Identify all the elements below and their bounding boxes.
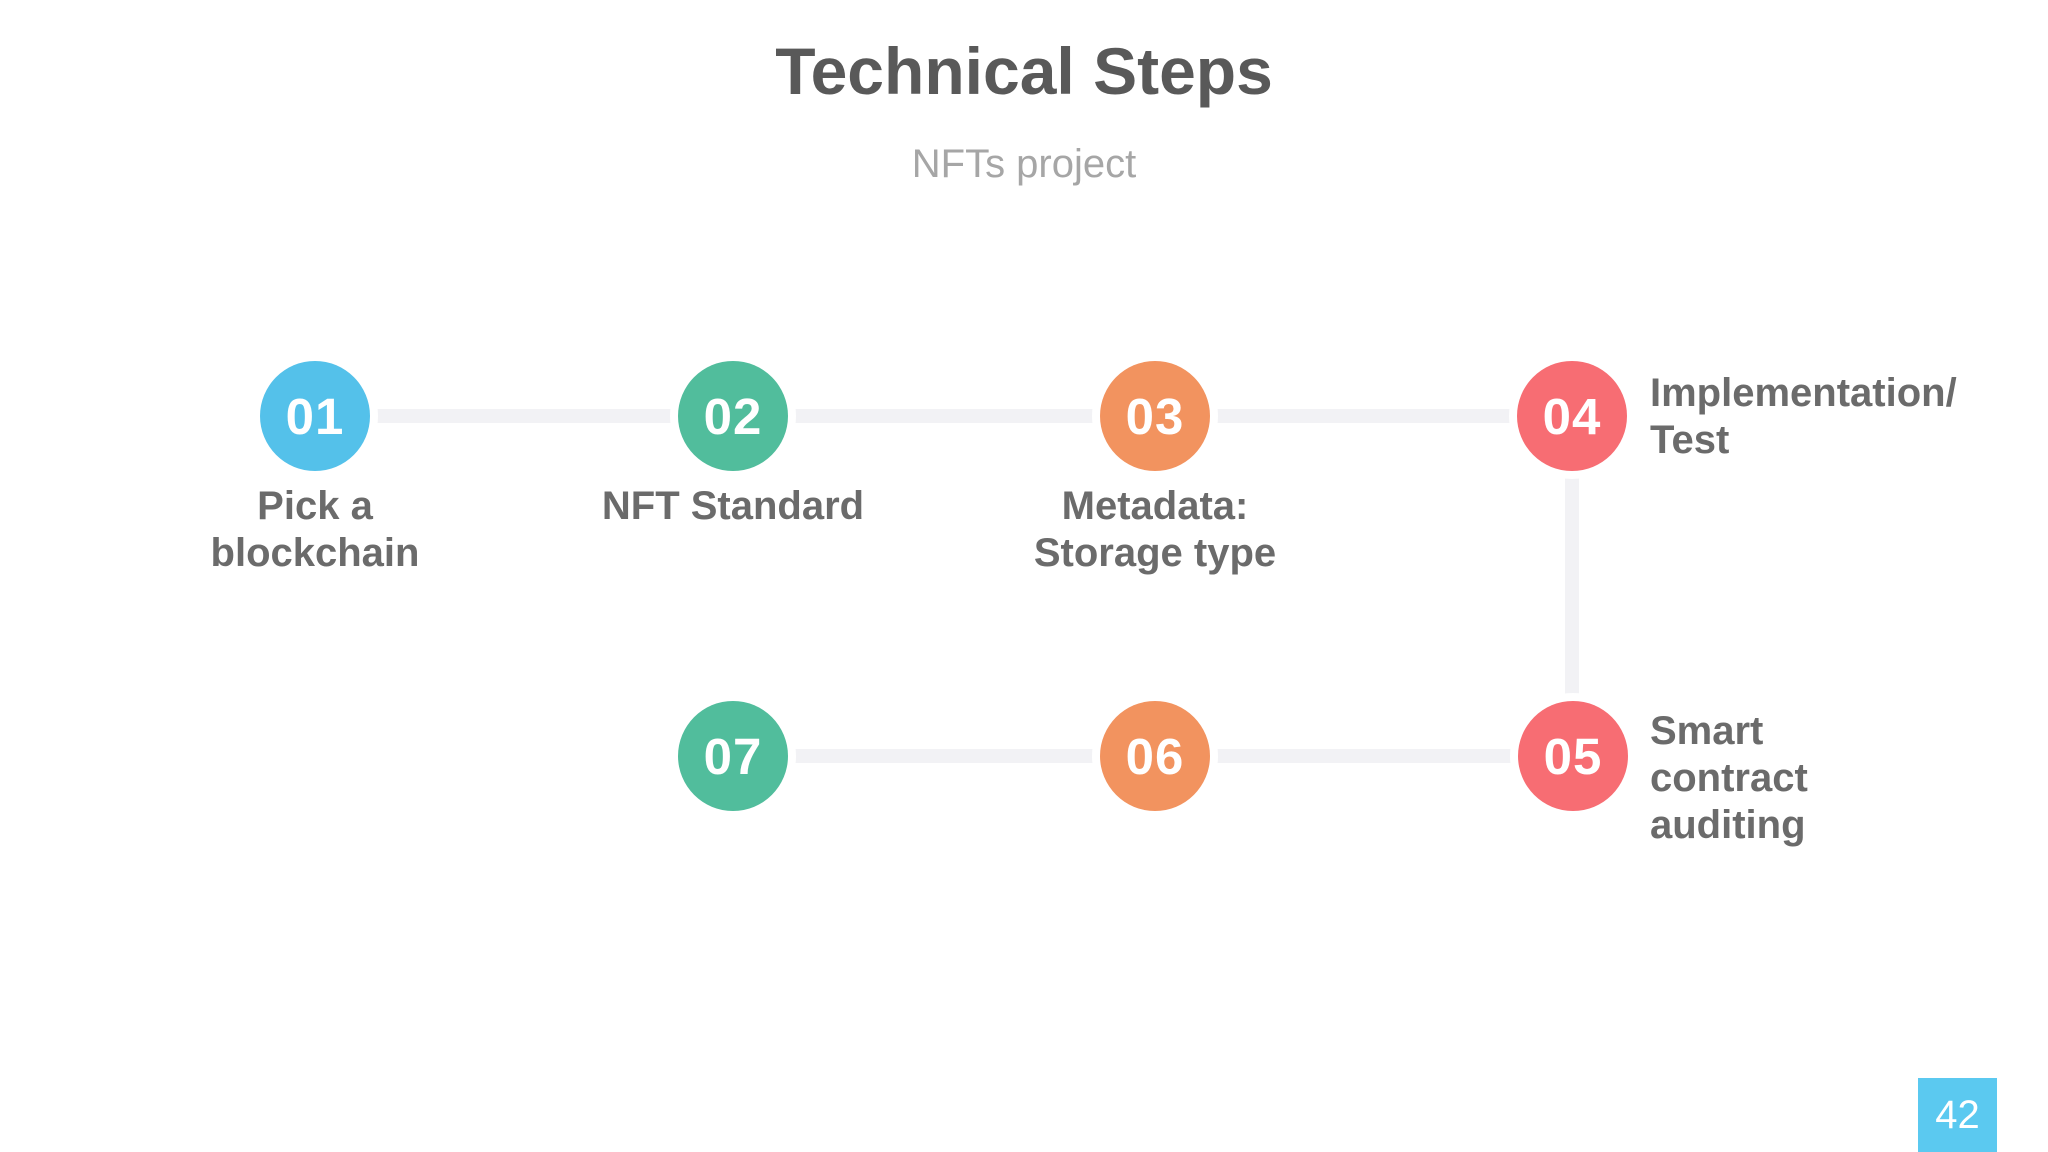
slide-subtitle: NFTs project	[911, 142, 1137, 186]
connector-line-vertical	[1565, 416, 1579, 756]
step-number-03: 03	[1125, 387, 1185, 445]
step-number-06: 06	[1125, 727, 1185, 785]
step-label-03: Metadata: Storage type	[955, 483, 1355, 577]
page-number-badge: 42	[1918, 1078, 1997, 1152]
step-number-02: 02	[703, 387, 763, 445]
step-label-03-line2: Storage type	[1033, 531, 1277, 575]
step-label-02: NFT Standard	[533, 483, 933, 530]
step-node-01: 01	[260, 361, 370, 471]
step-number-05: 05	[1543, 727, 1603, 785]
step-label-05-line1: Smart	[1650, 709, 1764, 753]
step-node-06: 06	[1100, 701, 1210, 811]
step-label-05-line3: auditing	[1650, 803, 1806, 847]
step-number-04: 04	[1542, 387, 1602, 445]
step-node-05: 05	[1518, 701, 1628, 811]
step-label-04-line2: Test	[1650, 418, 1730, 462]
step-label-01-line2: blockchain	[210, 531, 420, 575]
step-label-04: Implementation/ Test	[1650, 370, 2048, 464]
step-node-07: 07	[678, 701, 788, 811]
step-node-03: 03	[1100, 361, 1210, 471]
step-node-04: 04	[1517, 361, 1627, 471]
step-label-05: Smart contract auditing	[1650, 708, 2048, 849]
step-number-07: 07	[703, 727, 763, 785]
step-label-01: Pick a blockchain	[115, 483, 515, 577]
step-number-01: 01	[285, 387, 345, 445]
page-number: 42	[1935, 1092, 1980, 1137]
step-label-01-line1: Pick a	[257, 484, 373, 528]
connector-line-row1	[315, 409, 1572, 423]
step-label-03-line1: Metadata:	[1061, 484, 1249, 528]
step-node-02: 02	[678, 361, 788, 471]
step-label-04-line1: Implementation/	[1650, 371, 1957, 415]
step-label-02-line1: NFT Standard	[601, 484, 865, 528]
step-label-05-line2: contract	[1650, 756, 1808, 800]
slide-title: Technical Steps	[775, 34, 1273, 108]
